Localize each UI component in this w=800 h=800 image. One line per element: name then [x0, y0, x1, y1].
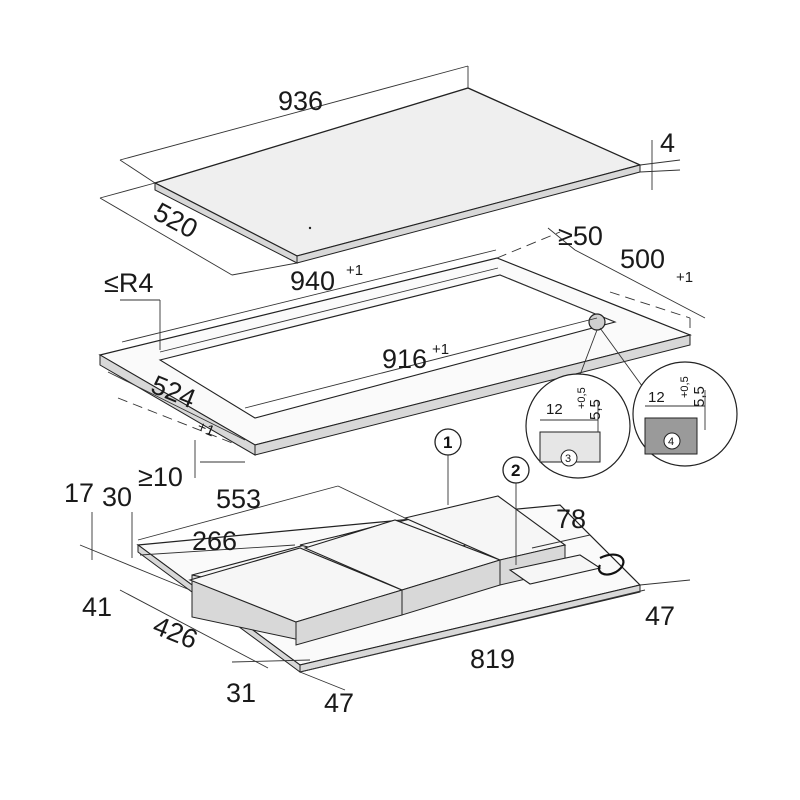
- clearance-below-label: ≥10: [138, 462, 183, 492]
- width-266-label: 266: [192, 526, 237, 556]
- dimension-78: 78: [531, 504, 591, 549]
- callout-2-number: 2: [511, 461, 520, 480]
- worktop-cutout: [98, 257, 692, 456]
- cutout-width-tolerance: +1: [346, 262, 363, 279]
- depth-17-label: 17: [64, 478, 94, 508]
- dimension-524: 524 +1: [107, 369, 246, 447]
- detail-4-number: 4: [668, 436, 674, 448]
- dimension-41: 41: [79, 544, 191, 622]
- frame-inner-depth-tolerance: +1: [195, 418, 217, 440]
- frame-inner-width-label: 916: [382, 344, 427, 374]
- dimension-31: 31: [226, 659, 311, 708]
- hob-glass-top: [153, 87, 642, 264]
- callout-1: 1: [434, 428, 462, 505]
- offset-47-bottom-label: 47: [324, 688, 354, 718]
- clearance-rear-label: ≥50: [558, 221, 603, 251]
- dimension-clearance-below: ≥10: [138, 440, 245, 492]
- depth-41-label: 41: [82, 592, 112, 622]
- dimension-17: 17: [64, 478, 94, 560]
- detail-3: 12 +0,5 5,5 3: [525, 329, 631, 479]
- offset-47-right-label: 47: [645, 601, 675, 631]
- cutout-depth-tolerance: +1: [676, 269, 693, 286]
- corner-radius-label: ≤R4: [104, 268, 153, 298]
- dimension-corner-radius: ≤R4: [104, 268, 161, 350]
- depth-31-label: 31: [226, 678, 256, 708]
- detail-3-height: 5,5: [587, 399, 604, 420]
- dimension-4: 4: [639, 128, 681, 190]
- callout-2: 2: [502, 456, 530, 565]
- dimension-clearance-rear: ≥50: [496, 221, 603, 259]
- width-553-label: 553: [216, 484, 261, 514]
- dimension-47-bottom: 47: [299, 671, 354, 718]
- detail-3-number: 3: [565, 453, 571, 465]
- dimension-47-right: 47: [639, 579, 691, 631]
- detail-3-tolerance: +0,5: [576, 387, 588, 409]
- dimension-266: 266: [139, 526, 296, 556]
- width-819-label: 819: [470, 644, 515, 674]
- dimension-916: 916 +1: [244, 317, 598, 409]
- detail-4-tolerance: +0,5: [679, 376, 691, 398]
- hob-width-label: 936: [278, 86, 323, 116]
- cutout-depth-label: 500: [620, 244, 665, 274]
- detail-3-width: 12: [546, 401, 563, 418]
- dimension-500: 500 +1: [574, 244, 706, 335]
- width-78-label: 78: [556, 504, 586, 534]
- cutout-width-label: 940: [290, 266, 335, 296]
- detail-4-height: 5,5: [691, 386, 708, 407]
- dimension-553: 553: [137, 484, 406, 541]
- callout-1-number: 1: [443, 433, 452, 452]
- detail-4: 12 +0,5 5,5 4: [599, 327, 738, 467]
- frame-inner-width-tolerance: +1: [432, 341, 449, 358]
- detail-4-width: 12: [648, 389, 665, 406]
- hob-housing: [136, 495, 642, 673]
- glass-thickness-label: 4: [660, 128, 675, 158]
- dimension-819: 819: [299, 589, 646, 674]
- dimension-936: 936: [119, 65, 469, 184]
- dimension-30: 30: [102, 482, 133, 558]
- depth-30-label: 30: [102, 482, 132, 512]
- dimension-940: 940 +1: [121, 249, 497, 343]
